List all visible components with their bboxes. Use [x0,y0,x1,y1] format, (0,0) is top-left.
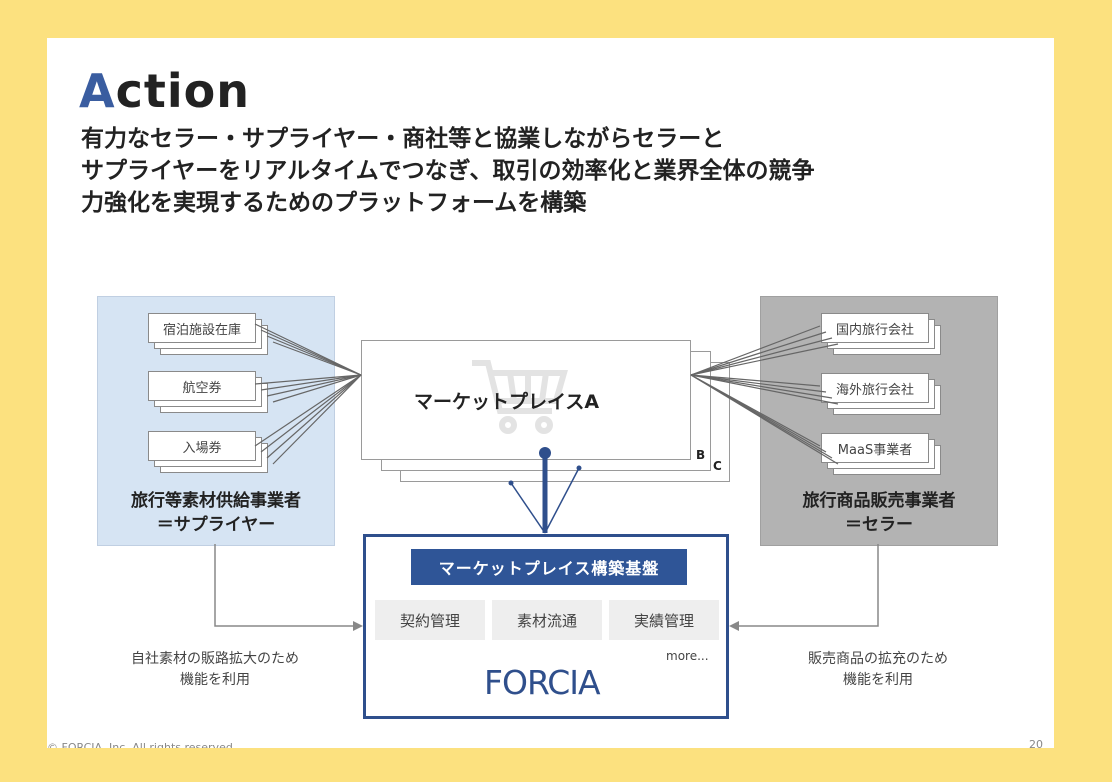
marketplace-layer-a: マーケットプレイスA [361,340,691,460]
title-accent-letter: A [79,64,116,118]
title-rest: ction [115,64,250,118]
seller-label: 旅行商品販売事業者 ＝セラー [802,491,956,535]
forcia-logo: FORCIA [484,663,601,702]
platform-box: マーケットプレイス構築基盤 契約管理 素材流通 実績管理 more... FOR… [363,534,729,719]
marketplace-label: マーケットプレイスA [414,391,600,413]
supplier-panel: 宿泊施設在庫 航空券 入場券 旅行等素材供給事業者 ＝サプライヤー [97,296,335,546]
platform-header: マーケットプレイス構築基盤 [411,549,687,585]
seller-item: 国内旅行会社 [821,313,929,343]
supplier-note: 自社素材の販路拡大のため 機能を利用 [131,651,299,688]
shopping-cart-icon [472,360,568,434]
supplier-label: 旅行等素材供給事業者 ＝サプライヤー [131,491,301,535]
supplier-item: 宿泊施設在庫 [148,313,256,343]
module-performance: 実績管理 [609,600,719,640]
module-contract: 契約管理 [375,600,485,640]
seller-note: 販売商品の拡充のため 機能を利用 [808,651,948,688]
seller-panel: 国内旅行会社 海外旅行会社 MaaS事業者 旅行商品販売事業者 ＝セラー [760,296,998,546]
footer-page-number: 20 [1029,738,1043,748]
more-label: more... [666,649,709,663]
supplier-item: 航空券 [148,371,256,401]
slide-title: Action [79,64,250,118]
supplier-item: 入場券 [148,431,256,461]
slide: Action 有力なセラー・サプライヤー・商社等と協業しながらセラーと サプライ… [47,38,1054,748]
seller-item: 海外旅行会社 [821,373,929,403]
seller-item: MaaS事業者 [821,433,929,463]
module-material: 素材流通 [492,600,602,640]
marketplace-layer-c-label: C [713,459,722,473]
connector-lines [214,323,879,631]
footer-copyright: © FORCIA, Inc. All rights reserved. [47,741,237,748]
slide-subtitle: 有力なセラー・サプライヤー・商社等と協業しながらセラーと サプライヤーをリアルタ… [81,126,815,216]
marketplace-layer-b-label: B [696,448,706,462]
